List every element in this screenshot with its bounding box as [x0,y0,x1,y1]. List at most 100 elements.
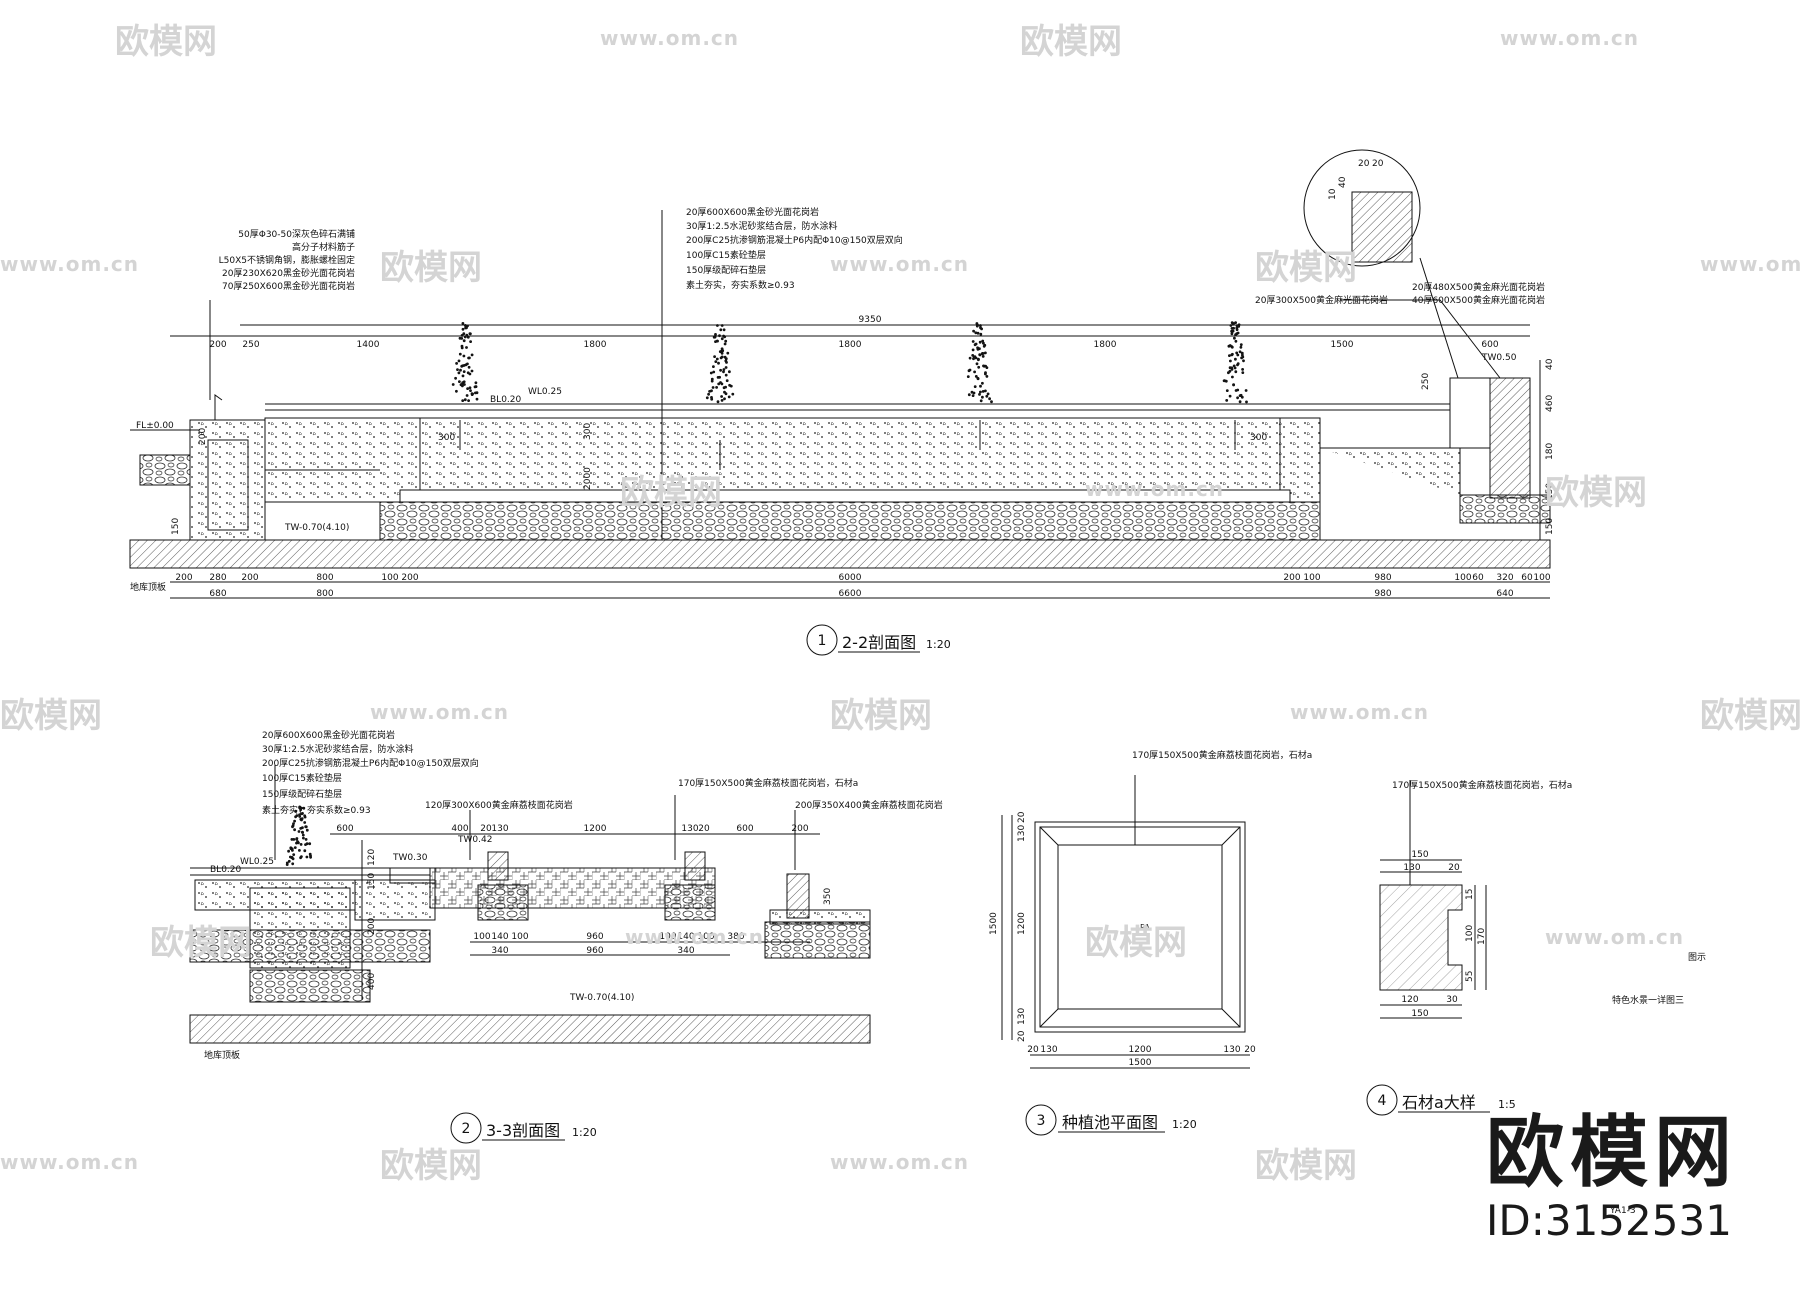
plant-dot [714,360,718,364]
plant-dot [979,384,982,388]
plant-dot [461,327,465,331]
plant-dot [461,399,465,403]
plant-dot [981,352,985,355]
left-total-3: 1500 [989,912,999,935]
right-wall-stone [1489,377,1531,499]
bottom-dim: 100 [1454,573,1471,583]
plant-dot [297,830,301,833]
plant-dot [719,356,723,360]
callout-2: 150厚级配碎石垫层 [262,788,342,800]
plant-dot [985,394,989,398]
plant-dot [1228,354,1231,358]
detail-dim: 20 [1372,159,1384,169]
callout-4: 170厚150X500黄金麻荔枝面花岗岩，石材a [1392,779,1572,791]
bottom-dim-2: 100 [511,932,528,942]
callout-right-3: 20厚300X500黄金麻光面花岗岩 [1255,294,1388,306]
bottom-dim-3: 130 [1223,1045,1240,1055]
plant-dot [469,340,473,344]
plant-dot [1244,389,1248,392]
center-label-3: PA [1140,923,1150,932]
bottom-dim: 980 [1374,573,1391,583]
plant-dot [971,340,975,343]
callout-mid-2: 30厚1:2.5水泥砂浆结合层，防水涂料 [686,220,838,232]
plant-group-2 [285,805,313,866]
plant-dot [462,370,466,374]
top-dim: 600 [1481,340,1498,350]
plant-dot [474,381,478,385]
plant-dot [1235,351,1239,355]
plant-dot [302,806,306,810]
top-dim: 1500 [1331,340,1354,350]
plant-dot [460,364,464,368]
plant-dot [727,395,731,399]
plant-dot [731,392,735,396]
plant-dot [1225,389,1229,393]
bottom-dim-3: 20 [1244,1045,1256,1055]
plant-dot [711,386,715,389]
bottom-dim-2: 960 [586,932,603,942]
plant-dot [1228,394,1232,398]
footing-2b [664,884,716,921]
bottom-dim-3: 1200 [1129,1045,1152,1055]
gravel-2c [764,921,871,959]
callout-mid-1: 20厚600X600黑金砂光面花岗岩 [686,206,819,218]
bottom-dim: 200 [401,573,418,583]
plant-dot [294,809,298,813]
plant-dot [974,375,978,378]
base-slab-hatch-2 [189,1014,871,1044]
side-dim-2: 150 [367,873,377,890]
callout-left-3: L50X5不锈钢角钢，膨胀螺栓固定 [219,254,355,266]
plant-dot [720,351,724,355]
plant-dot [303,814,307,818]
plant-dot [984,364,987,368]
top-dim: 1800 [839,340,862,350]
right-dim-4: 15 [1465,889,1475,900]
plant-dot [303,849,307,853]
plant-dot [724,366,728,369]
plant-dot [713,355,716,359]
top-dim-2: 200 [791,824,808,834]
plant-dot [287,849,291,853]
plant-dot [966,375,970,379]
top-dim: 250 [242,340,259,350]
right-dim: 40 [1545,358,1555,370]
plant-dot [299,827,303,830]
top-dim-2: 20 [698,824,710,834]
level-label-2: TW0.30 [392,853,428,863]
plant-dot [1238,394,1242,398]
top-dim-4: 130 [1403,863,1420,873]
right-gravel [1459,494,1551,524]
plant-dot [973,370,976,374]
bottom-dim: 800 [316,589,333,599]
plant-dot [292,822,295,825]
title-bubble-1 [806,624,838,656]
callout-3: 170厚150X500黄金麻荔枝面花岗岩，石材a [1132,749,1312,761]
slab-2c [769,909,871,925]
plant-dot [289,855,292,859]
plant-dot [707,392,710,396]
top-dim: 200 [209,340,226,350]
bottom-dim: 100 [1303,573,1320,583]
plant-dot [1241,371,1245,375]
plant-dot [720,337,724,341]
plant-dot [722,370,725,374]
bottom-dim-2: 100 [473,932,490,942]
bottom-dim: 980 [1374,589,1391,599]
plant-dot [465,394,469,397]
bottom-dim: 280 [209,573,226,583]
plant-dot [728,370,731,374]
bottom-dim-2: 340 [677,946,694,956]
plant-dot [715,386,718,389]
plant-dot [718,375,721,379]
plant-dot [708,390,711,393]
plant-dot [287,859,291,863]
plant-dot [296,840,300,843]
plant-dot [466,387,470,391]
plant-dot [295,837,299,841]
plant-dot [1230,353,1234,357]
level-label-2: WL0.25 [240,857,274,867]
plant-dot [719,381,722,384]
side-dim-2: 200 [367,918,377,935]
planter-outer-2 [1039,826,1241,1028]
plant-dot [971,394,975,398]
